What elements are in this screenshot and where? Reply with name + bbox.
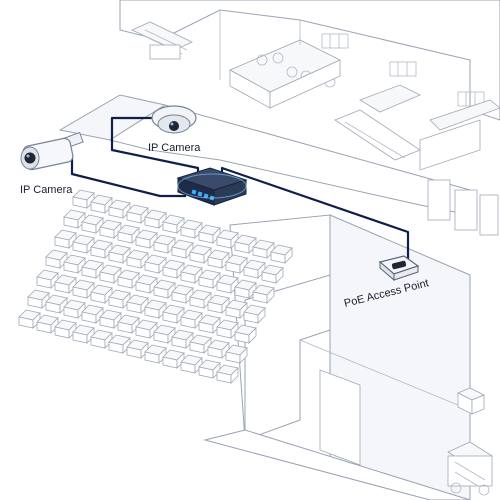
pallet-box — [81, 214, 104, 234]
pallet-box — [180, 354, 203, 374]
pallet-box — [63, 254, 86, 274]
pallet-box — [234, 279, 257, 299]
pallet-box — [81, 259, 104, 279]
pallet-box — [144, 209, 167, 229]
bullet-camera-label: IP Camera — [20, 184, 73, 196]
pallet-box — [261, 264, 284, 284]
dome-camera-label: IP Camera — [148, 142, 201, 154]
pallet-box — [189, 334, 212, 354]
pallet-box — [72, 189, 95, 209]
pallet-box — [252, 239, 275, 259]
pallet-box — [207, 294, 230, 314]
pallet-box — [72, 279, 95, 299]
pallet-box — [216, 364, 239, 384]
pallet-box — [198, 314, 221, 334]
pallet-box — [81, 304, 104, 324]
pallet-box — [72, 234, 95, 254]
pallet-grid — [18, 189, 293, 384]
pallet-box — [45, 294, 68, 314]
poe-switch-icon — [176, 167, 248, 206]
pallet-box — [171, 284, 194, 304]
pallet-box — [90, 284, 113, 304]
pallet-box — [234, 234, 257, 254]
pallet-box — [216, 319, 239, 339]
pallet-box — [189, 289, 212, 309]
pallet-box — [225, 299, 248, 319]
pallet-box — [54, 274, 77, 294]
access-point-icon — [378, 255, 420, 282]
pallet-box — [162, 214, 185, 234]
pallet-box — [171, 329, 194, 349]
pallet-box — [153, 324, 176, 344]
pallet-box — [225, 344, 248, 364]
pallet-box — [18, 309, 41, 329]
pallet-box — [270, 244, 293, 264]
pallet-box — [234, 324, 257, 344]
pallet-box — [45, 249, 68, 269]
bullet-camera-icon — [20, 131, 84, 171]
pallet-box — [99, 219, 122, 239]
pallet-box — [180, 219, 203, 239]
pallet-box — [36, 314, 59, 334]
pallet-box — [189, 244, 212, 264]
forklift — [447, 441, 493, 496]
pallet-box — [108, 244, 131, 264]
pallet-box — [108, 199, 131, 219]
pallet-box — [144, 254, 167, 274]
pallet-box — [54, 229, 77, 249]
pallet-box — [72, 324, 95, 344]
pallet-box — [135, 229, 158, 249]
pallet-box — [180, 264, 203, 284]
pallet-box — [54, 319, 77, 339]
pallet-box — [207, 339, 230, 359]
pallet-box — [207, 249, 230, 269]
pallet-box — [126, 249, 149, 269]
pallet-box — [180, 309, 203, 329]
pallet-box — [117, 314, 140, 334]
pallet-box — [198, 224, 221, 244]
pallet-box — [171, 239, 194, 259]
pallet-box — [126, 294, 149, 314]
pallet-box — [162, 304, 185, 324]
pallet-box — [135, 319, 158, 339]
pallet-box — [126, 204, 149, 224]
pallet-box — [90, 239, 113, 259]
pallet-box — [153, 234, 176, 254]
pallet-box — [144, 299, 167, 319]
pallet-box — [117, 269, 140, 289]
cable-to-bullet-camera — [70, 155, 186, 198]
pallet-box — [90, 194, 113, 214]
pallet-box — [162, 259, 185, 279]
pallet-box — [216, 229, 239, 249]
pallet-box — [243, 304, 266, 324]
pallet-box — [117, 224, 140, 244]
dome-camera-icon — [151, 105, 197, 134]
pallet-box — [153, 279, 176, 299]
crate — [457, 387, 485, 415]
pallet-box — [144, 344, 167, 364]
pallet-box — [252, 284, 275, 304]
pallet-box — [198, 269, 221, 289]
pallet-box — [99, 309, 122, 329]
